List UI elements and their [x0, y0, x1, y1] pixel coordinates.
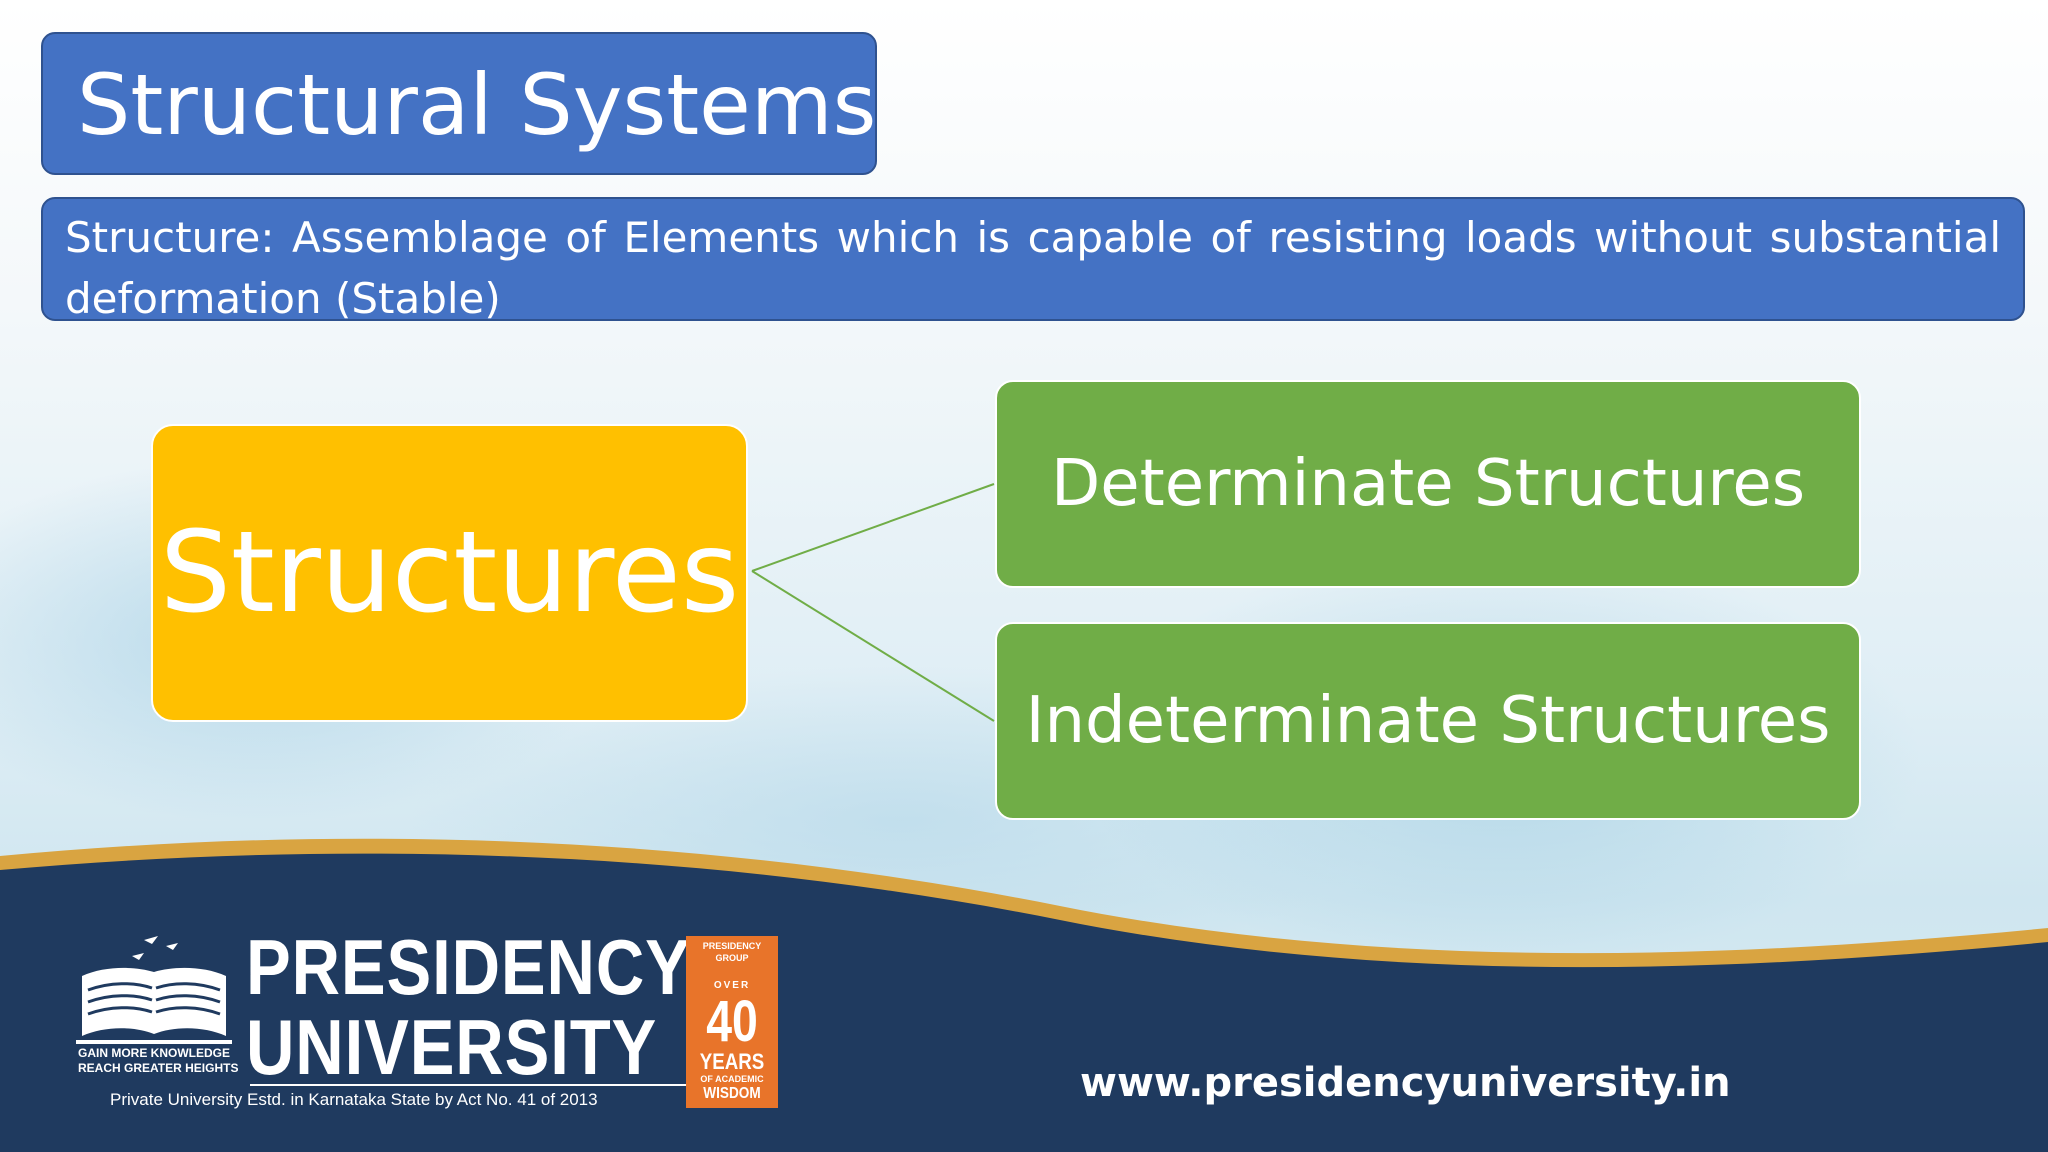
node-determinate-structures: Determinate Structures: [995, 380, 1861, 588]
definition-box: Structure: Assemblage of Elements which …: [41, 197, 2025, 323]
badge-years: YEARS: [699, 1049, 765, 1074]
tagline-line1: GAIN MORE KNOWLEDGE: [78, 1046, 230, 1060]
website-link[interactable]: www.presidencyuniversity.in: [1080, 1060, 1731, 1106]
badge-wisdom: WISDOM: [703, 1085, 761, 1102]
node-indeterminate-structures: Indeterminate Structures: [995, 622, 1861, 820]
establishment-note: Private University Estd. in Karnataka St…: [110, 1090, 598, 1109]
footer-navy: [0, 853, 2048, 1152]
badge-group: PRESIDENCY GROUP: [702, 941, 762, 963]
badge-number: 40: [706, 989, 758, 1054]
forty-years-badge: PRESIDENCY GROUP OVER 40 YEARS OF ACADEM…: [686, 936, 778, 1108]
slide-title: Structural Systems: [41, 32, 877, 175]
tagline: GAIN MORE KNOWLEDGE REACH GREATER HEIGHT…: [78, 1046, 238, 1076]
logo-divider: [250, 1084, 730, 1086]
badge-over: OVER: [713, 980, 751, 991]
badge-academic: OF ACADEMIC: [700, 1074, 764, 1084]
open-book-birds-icon: [76, 936, 232, 1044]
university-name-line2: UNIVERSITY: [246, 1003, 658, 1091]
tagline-line2: REACH GREATER HEIGHTS: [78, 1061, 239, 1075]
node-structures: Structures: [151, 424, 748, 722]
university-logo: PRESIDENCY UNIVERSITY GAIN MORE KNOWLEDG…: [70, 928, 790, 1128]
university-name: PRESIDENCY UNIVERSITY: [246, 928, 691, 1086]
university-name-line1: PRESIDENCY: [246, 923, 691, 1011]
